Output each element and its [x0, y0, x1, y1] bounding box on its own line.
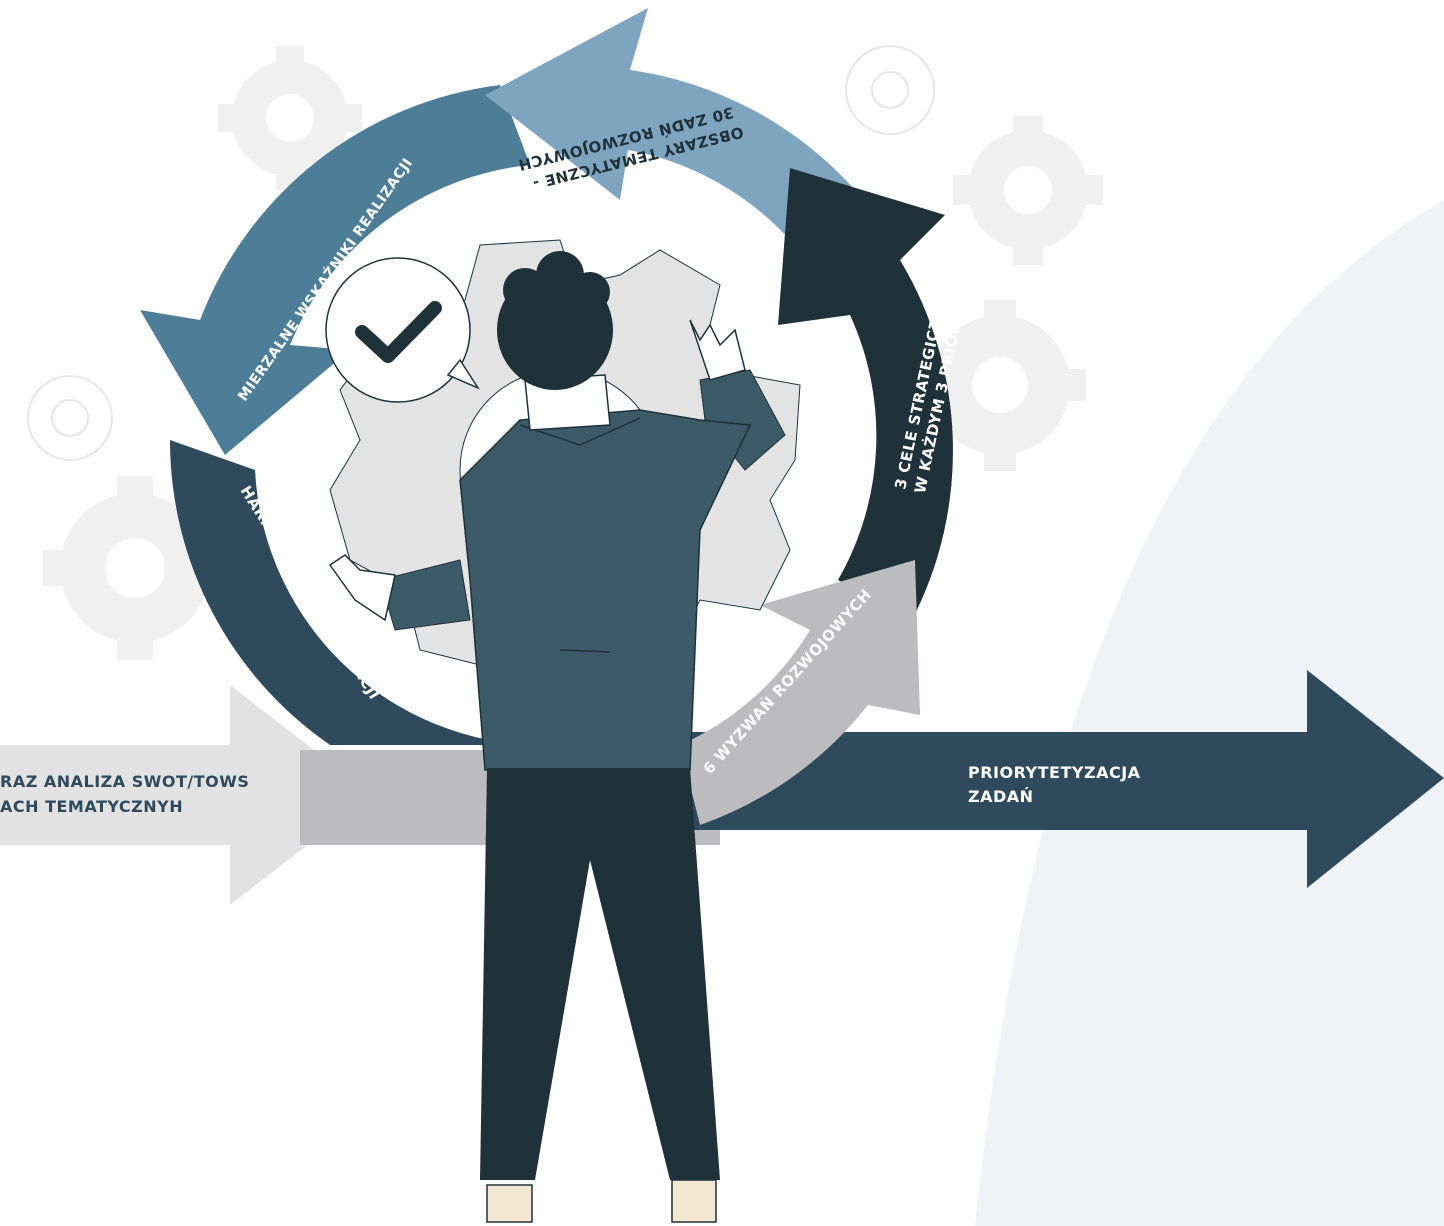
businessman-illustration: [328, 251, 786, 1223]
background-curve: [975, 200, 1444, 1226]
segment-challenges: [680, 560, 920, 825]
segment-schedule: [169, 440, 560, 746]
segment-thematic: [485, 8, 855, 240]
output-arrow-text-2: ZADAŃ: [968, 787, 1034, 806]
gear-icon: [27, 375, 113, 461]
input-arrow-text-2: ACH TEMATYCZNYH: [0, 797, 183, 816]
output-arrow-text-1: PRIORYTETYZACJA: [968, 763, 1141, 782]
segment-indicators: [140, 85, 530, 455]
gear-icon: [845, 45, 935, 135]
output-arrow: [640, 670, 1444, 888]
checkmark-icon: [355, 301, 442, 363]
check-bubble: [325, 257, 480, 403]
input-arrow-text-1: RAZ ANALIZA SWOT/TOWS: [0, 772, 249, 791]
gear-icon: [218, 46, 362, 190]
input-arrow: [0, 685, 372, 905]
segment-goals: [778, 168, 953, 620]
cycle-ring: [140, 8, 953, 825]
gear-icon: [953, 115, 1103, 265]
